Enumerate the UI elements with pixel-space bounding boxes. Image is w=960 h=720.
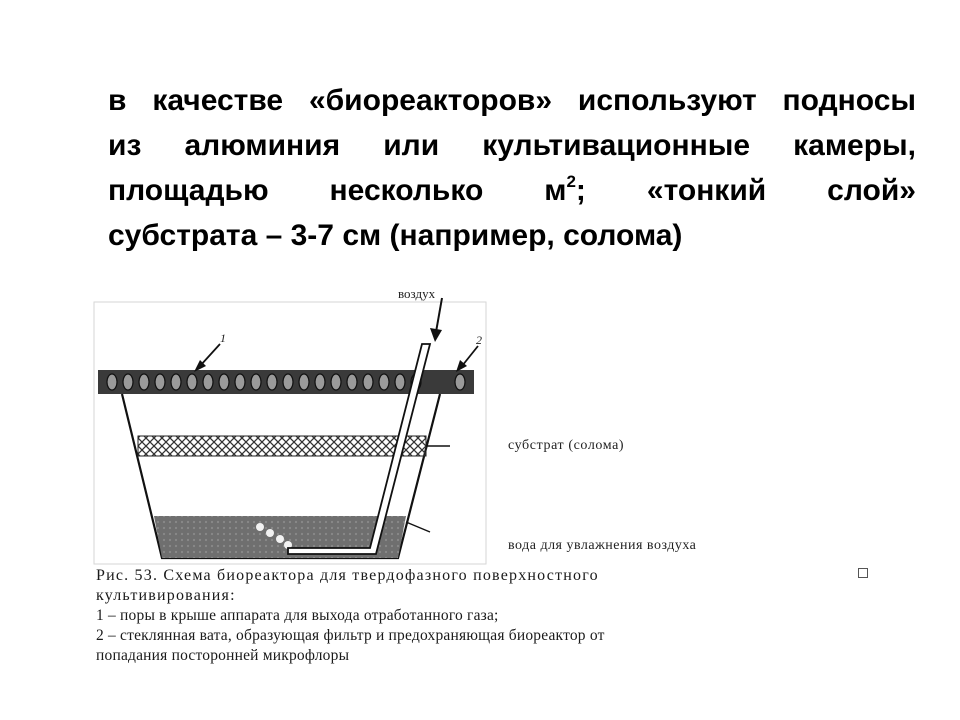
label-2: 2 <box>476 333 482 347</box>
lid-pores <box>106 373 466 391</box>
caption-head-2: культивирования: <box>96 587 236 604</box>
air-bubbles <box>256 523 292 549</box>
text-line-2: из алюминия или культивационные камеры, <box>108 129 916 162</box>
air-tube <box>287 343 432 555</box>
figure-frame <box>93 301 487 565</box>
substrate-layer <box>137 435 427 457</box>
caption-item-1: 1 – поры в крыше аппарата для выхода отр… <box>96 607 499 624</box>
text-line-3: площадью несколько м2; «тонкий слой» <box>108 168 916 213</box>
small-square-mark <box>858 568 868 578</box>
text-line-4: субстрата – 3-7 см (например, солома) <box>108 219 683 252</box>
text-line-3-tail: ; «тонкий слой» <box>575 174 916 207</box>
air-label: воздух <box>398 286 436 301</box>
water-label: вода для увлажнения воздуха <box>508 538 697 553</box>
superscript: 2 <box>566 172 576 191</box>
caption-head: Рис. 53. Схема биореактора для твердофаз… <box>96 567 599 584</box>
text-line-1: в качестве «биореакторов» используют под… <box>108 84 916 117</box>
slide-body-text: в качестве «биореакторов» используют под… <box>108 78 916 258</box>
text-line-3-head: площадью несколько м <box>108 174 567 207</box>
caption-item-2b: попадания посторонней микрофлоры <box>96 647 350 664</box>
substrate-label: субстрат (солома) <box>508 438 624 453</box>
caption-item-2a: 2 – стеклянная вата, образующая фильтр и… <box>96 627 605 644</box>
label-1: 1 <box>220 331 226 345</box>
figure-caption: Рис. 53. Схема биореактора для твердофаз… <box>96 566 856 666</box>
bioreactor-diagram: воздух 1 2 субстрат (солома) вода для ув… <box>93 286 697 565</box>
